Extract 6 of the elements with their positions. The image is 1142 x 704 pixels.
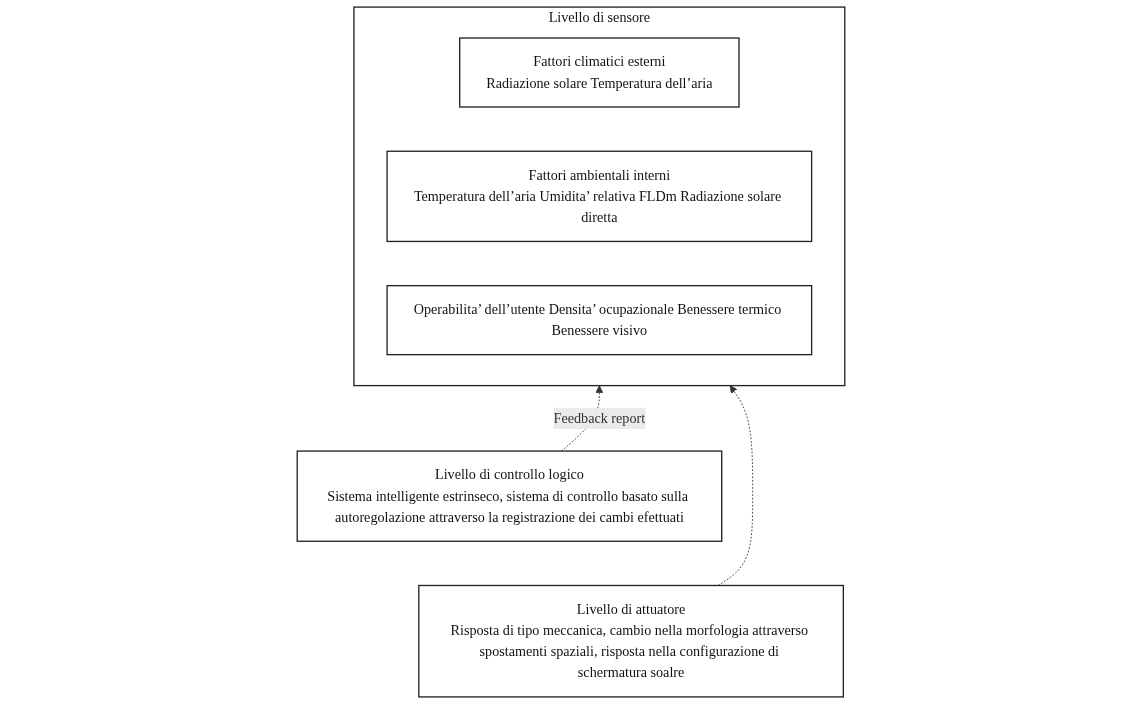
edge-label: Feedback report xyxy=(553,410,646,426)
node-box: Fattori climatici esterni Radiazione solare Temperatura dell’aria xyxy=(459,37,740,108)
node-box: Fattori ambientali interni Temperatura dell’aria Umidita’ relativa FLDm Radiazione solare diretta xyxy=(386,150,813,243)
node-box: Livello di attuatore Risposta di tipo meccanica, cambio nella morfologia attraverso spostamenti spaziali, risposta nella configurazione di schermatura soalre xyxy=(418,584,844,698)
node-box: Operabilita’ dell’utente Densita’ ocupazionale Benessere termico Benessere visivo xyxy=(386,285,813,356)
node-box: Livello di controllo logico Sistema intelligente estrinseco, sistema di controllo basato sulla autoregolazione attraverso la registrazione dei cambi efettuati xyxy=(296,450,723,542)
